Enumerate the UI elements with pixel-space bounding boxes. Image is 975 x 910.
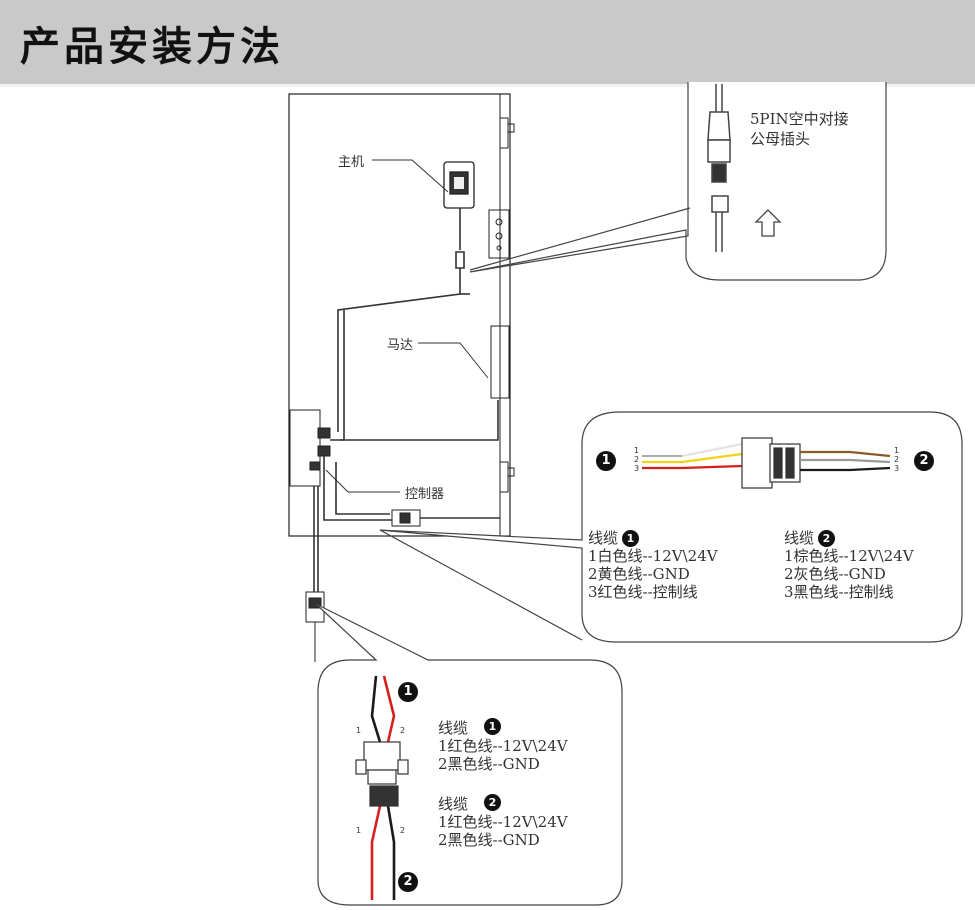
connector-cable-top — [707, 84, 731, 252]
power-cable1-title: 线缆 — [438, 719, 469, 737]
connector-callout-line2: 公母插头 — [750, 130, 811, 148]
harness-wires-left — [642, 442, 743, 470]
harness-cable1-line2: 2黄色线--GND — [588, 565, 690, 583]
harness-badge-left: 1 — [596, 451, 616, 471]
power-cable2-badge: 2 — [484, 794, 501, 811]
harness-cable1-title: 线缆 — [588, 529, 619, 547]
power-pin-top-2: 2 — [400, 726, 406, 735]
label-controller: 控制器 — [405, 487, 445, 502]
power-cable1-line2: 2黑色线--GND — [438, 755, 540, 773]
up-arrow-icon — [754, 209, 782, 237]
harness-pin-right-2: 2 — [894, 455, 900, 464]
harness-cable1-line1: 1白色线--12V\24V — [588, 547, 718, 565]
label-motor: 马达 — [387, 338, 414, 353]
power-pin-bottom-1: 1 — [356, 826, 362, 835]
harness-plug — [741, 437, 801, 489]
harness-pin-left-1: 1 — [634, 446, 640, 455]
power-plug — [355, 741, 409, 807]
page-header: 产品安装方法 — [0, 0, 975, 87]
power-cable1-line1: 1红色线--12V\24V — [438, 737, 568, 755]
motor-housing — [490, 325, 510, 399]
callout-connector-bubble — [469, 82, 887, 281]
hinge-bottom — [499, 461, 515, 493]
label-leaders — [325, 159, 489, 493]
connector-callout-line1: 5PIN空中对接 — [750, 110, 849, 128]
host-device — [443, 161, 475, 209]
callout-harness-bubble — [379, 411, 963, 643]
lock-body — [488, 209, 510, 259]
label-host: 主机 — [338, 155, 365, 170]
harness-pin-right-3: 3 — [894, 464, 900, 473]
harness-cable2-line3: 3黑色线--控制线 — [784, 583, 894, 601]
harness-badge-right: 2 — [914, 451, 934, 471]
power-pin-bottom-2: 2 — [400, 826, 406, 835]
hinge-top — [499, 117, 515, 149]
harness-cable2-line2: 2灰色线--GND — [784, 565, 886, 583]
harness-cable2-badge: 2 — [818, 530, 835, 547]
page-title: 产品安装方法 — [20, 23, 284, 70]
harness-wires-right — [800, 450, 891, 472]
harness-pin-right-1: 1 — [894, 446, 900, 455]
power-wires — [370, 675, 396, 900]
harness-pin-left-2: 2 — [634, 455, 640, 464]
harness-cable2-title: 线缆 — [784, 529, 815, 547]
harness-pin-left-3: 3 — [634, 464, 640, 473]
external-connector — [305, 591, 325, 662]
power-pin-top-1: 1 — [356, 726, 362, 735]
power-cable2-title: 线缆 — [438, 795, 469, 813]
harness-cable2-line1: 1棕色线--12V\24V — [784, 547, 914, 565]
power-badge-bottom: 2 — [398, 872, 418, 892]
power-cable2-line2: 2黑色线--GND — [438, 831, 540, 849]
harness-cable1-line3: 3红色线--控制线 — [588, 583, 698, 601]
power-badge-top: 1 — [398, 682, 418, 702]
harness-cable1-badge: 1 — [622, 530, 639, 547]
controller — [289, 409, 331, 487]
power-cable2-line1: 1红色线--12V\24V — [438, 813, 568, 831]
inline-connector — [391, 509, 421, 527]
power-cable1-badge: 1 — [484, 718, 501, 735]
